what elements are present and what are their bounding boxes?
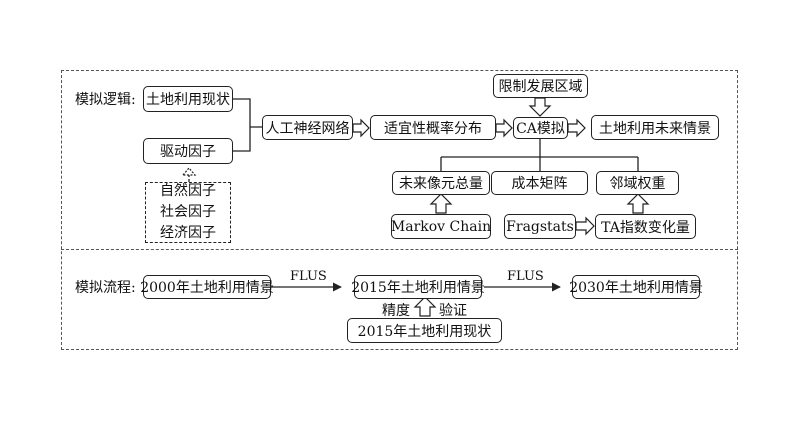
scenario-2000-box: 2000年土地利用情景 — [140, 275, 274, 299]
neighborhood-weight-box: 邻域权重 — [596, 171, 679, 195]
ta-index-box: TA指数变化量 — [595, 214, 696, 239]
flus-label-2: FLUS — [507, 269, 544, 284]
factor-group-box: 自然因子 社会因子 经济因子 — [145, 182, 231, 243]
flus-label-1: FLUS — [290, 269, 327, 284]
future-pixels-box: 未来像元总量 — [392, 171, 490, 195]
section-divider — [61, 249, 738, 250]
future-scenario-box: 土地利用未来情景 — [591, 115, 719, 140]
suitability-box: 适宜性概率分布 — [370, 115, 496, 140]
logic-section-label: 模拟逻辑: — [75, 92, 136, 108]
natural-factor: 自然因子 — [160, 183, 216, 199]
restricted-zone-box: 限制发展区域 — [493, 74, 588, 98]
markov-chain-box: Markov Chain — [391, 214, 491, 239]
cost-matrix-box: 成本矩阵 — [491, 171, 588, 195]
accuracy-label: 精度 — [382, 303, 410, 319]
fragstats-box: Fragstats — [504, 214, 576, 239]
actual-2015-box: 2015年土地利用现状 — [347, 318, 502, 343]
economic-factor: 经济因子 — [160, 225, 216, 241]
scenario-2015-box: 2015年土地利用情景 — [351, 275, 485, 299]
validation-label: 验证 — [439, 303, 467, 319]
land-use-current-box: 土地利用现状 — [143, 86, 233, 112]
driving-factors-box: 驱动因子 — [143, 138, 233, 164]
diagram-frame — [61, 70, 738, 350]
flow-section-label: 模拟流程: — [75, 280, 136, 296]
social-factor: 社会因子 — [160, 204, 216, 220]
scenario-2030-box: 2030年土地利用情景 — [569, 275, 703, 299]
ann-box: 人工神经网络 — [262, 115, 353, 140]
ca-model-box: CA模拟 — [513, 117, 568, 139]
